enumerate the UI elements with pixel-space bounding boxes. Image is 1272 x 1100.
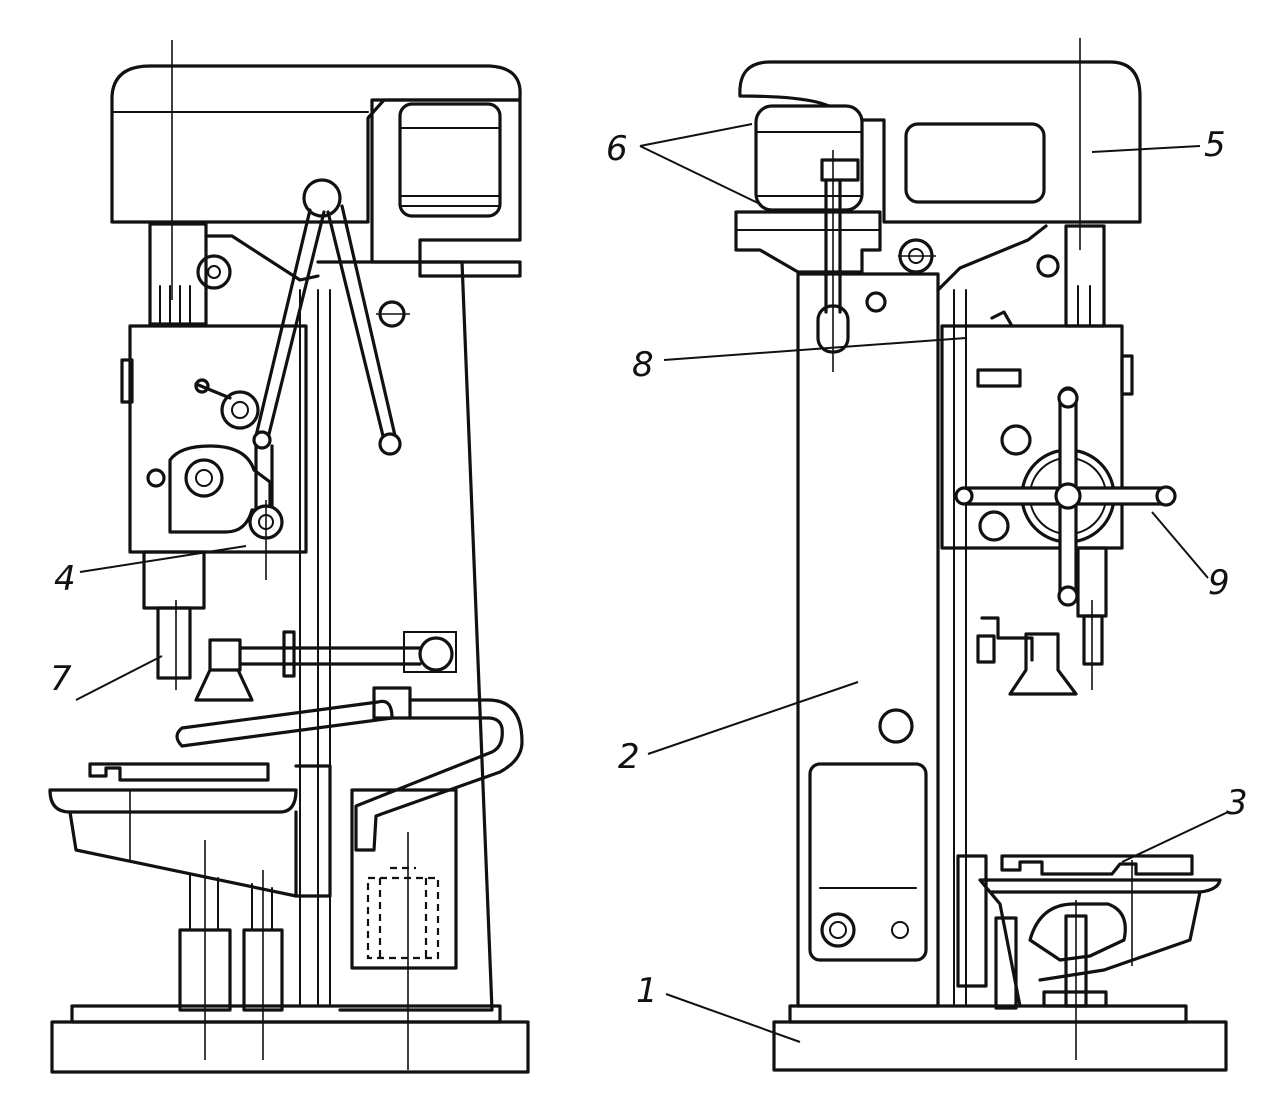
callout-8-lever: 8 [632, 345, 654, 385]
callout-labels: 1 2 3 4 5 6 7 8 9 [50, 125, 1248, 1011]
left-drill-head [128, 324, 308, 554]
callout-9-handwheel: 9 [1208, 563, 1230, 603]
right-table-top [978, 878, 1222, 894]
right-clamp-foot [1008, 632, 1078, 696]
callout-5-top-housing: 5 [1204, 125, 1226, 165]
left-motor-bracket [370, 98, 522, 278]
right-quill-upper [1064, 224, 1106, 328]
right-base-plate [772, 1020, 1228, 1072]
left-column-window [350, 788, 458, 970]
left-quill-upper [148, 222, 208, 326]
right-drill-head [940, 324, 1124, 550]
callout-6-pulleys: 6 [606, 129, 628, 169]
right-column [796, 272, 940, 1008]
left-table-top [48, 788, 298, 814]
left-base-plate [50, 1020, 530, 1074]
callout-2-column: 2 [618, 737, 640, 777]
left-coolant-hose [175, 699, 394, 748]
right-feed-handwheel [954, 386, 1177, 607]
left-machine-view [48, 40, 530, 1074]
callout-1-base: 1 [636, 971, 658, 1011]
callout-7-spindle: 7 [50, 659, 72, 699]
right-pulley-housing [754, 104, 864, 212]
right-machine-view [734, 38, 1228, 1072]
leader-lines [75, 123, 1229, 1043]
callout-3-table: 3 [1226, 783, 1248, 823]
right-cabinet-door [808, 762, 928, 962]
left-clamp-foot [194, 668, 254, 702]
callout-4-drill-head: 4 [54, 559, 76, 599]
left-base-top [70, 1004, 502, 1024]
right-top-housing [738, 60, 1142, 224]
left-spindle [156, 606, 192, 680]
